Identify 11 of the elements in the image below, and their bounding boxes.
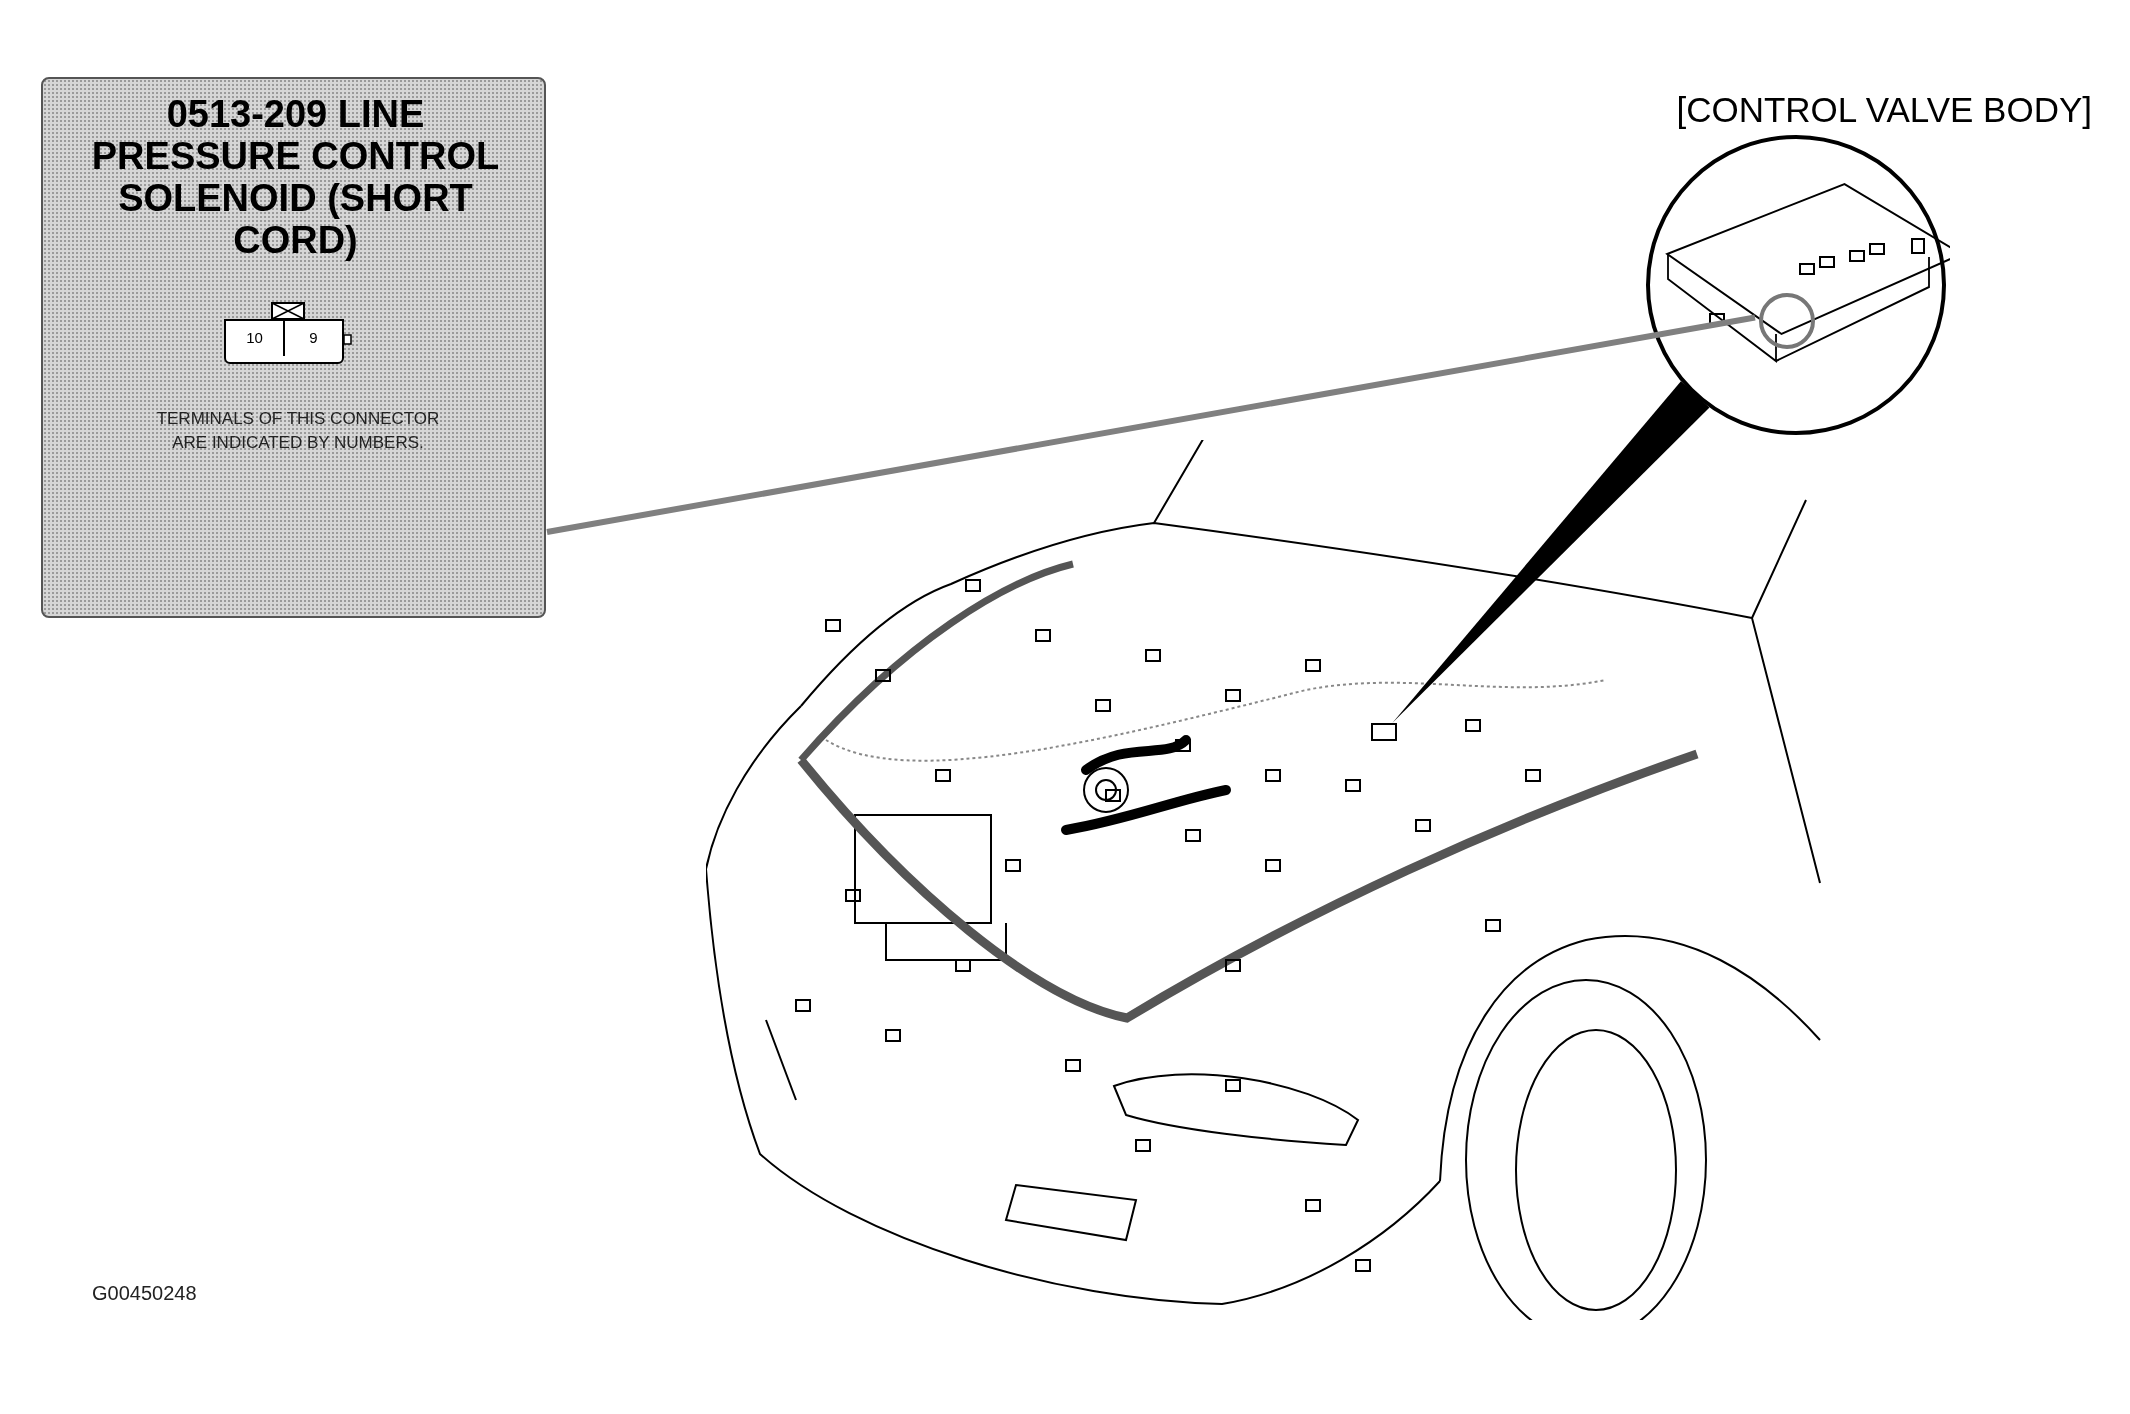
terminal-number: 9 xyxy=(308,328,319,349)
connector-box xyxy=(1371,723,1397,741)
figure-code: G00450248 xyxy=(92,1281,197,1306)
connector-diagram xyxy=(224,302,354,364)
location-caption: [CONTROL VALVE BODY] xyxy=(1676,90,2092,130)
leader-line xyxy=(546,314,1756,535)
info-panel xyxy=(41,77,546,618)
panel-title: 0513-209 LINE PRESSURE CONTROL SOLENOID (SHORT CORD) xyxy=(90,93,501,261)
terminal-number: 10 xyxy=(226,321,285,356)
callout-wedge xyxy=(1392,381,1710,723)
panel-note: TERMINALS OF THIS CONNECTOR ARE INDICATED BY NUMBERS. xyxy=(155,408,441,454)
